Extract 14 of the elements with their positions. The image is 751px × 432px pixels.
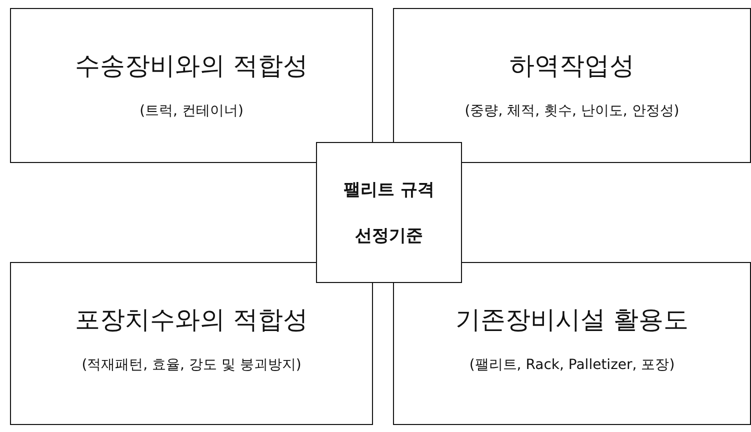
center-box bbox=[316, 142, 462, 283]
heading: 팰리트 규격 선정기준 bbox=[342, 178, 436, 248]
criteria-box bbox=[10, 8, 373, 163]
detail-text: (적재패턴, 효율, 강도 및 붕괴방지) bbox=[82, 356, 302, 374]
criteria-box bbox=[10, 262, 373, 425]
detail-text: (트럭, 컨테이너) bbox=[140, 102, 244, 120]
heading: 수송장비와의 적합성 bbox=[75, 50, 308, 82]
heading: 포장치수와의 적합성 bbox=[75, 304, 308, 336]
heading: 기존장비시설 활용도 bbox=[456, 304, 688, 336]
criteria-box bbox=[393, 262, 751, 425]
detail-text: (팰리트, Rack, Palletizer, 포장) bbox=[469, 356, 675, 374]
criteria-box bbox=[393, 8, 751, 163]
detail-text: (중량, 체적, 횟수, 난이도, 안정성) bbox=[464, 102, 680, 120]
heading: 하역작업성 bbox=[510, 50, 634, 82]
